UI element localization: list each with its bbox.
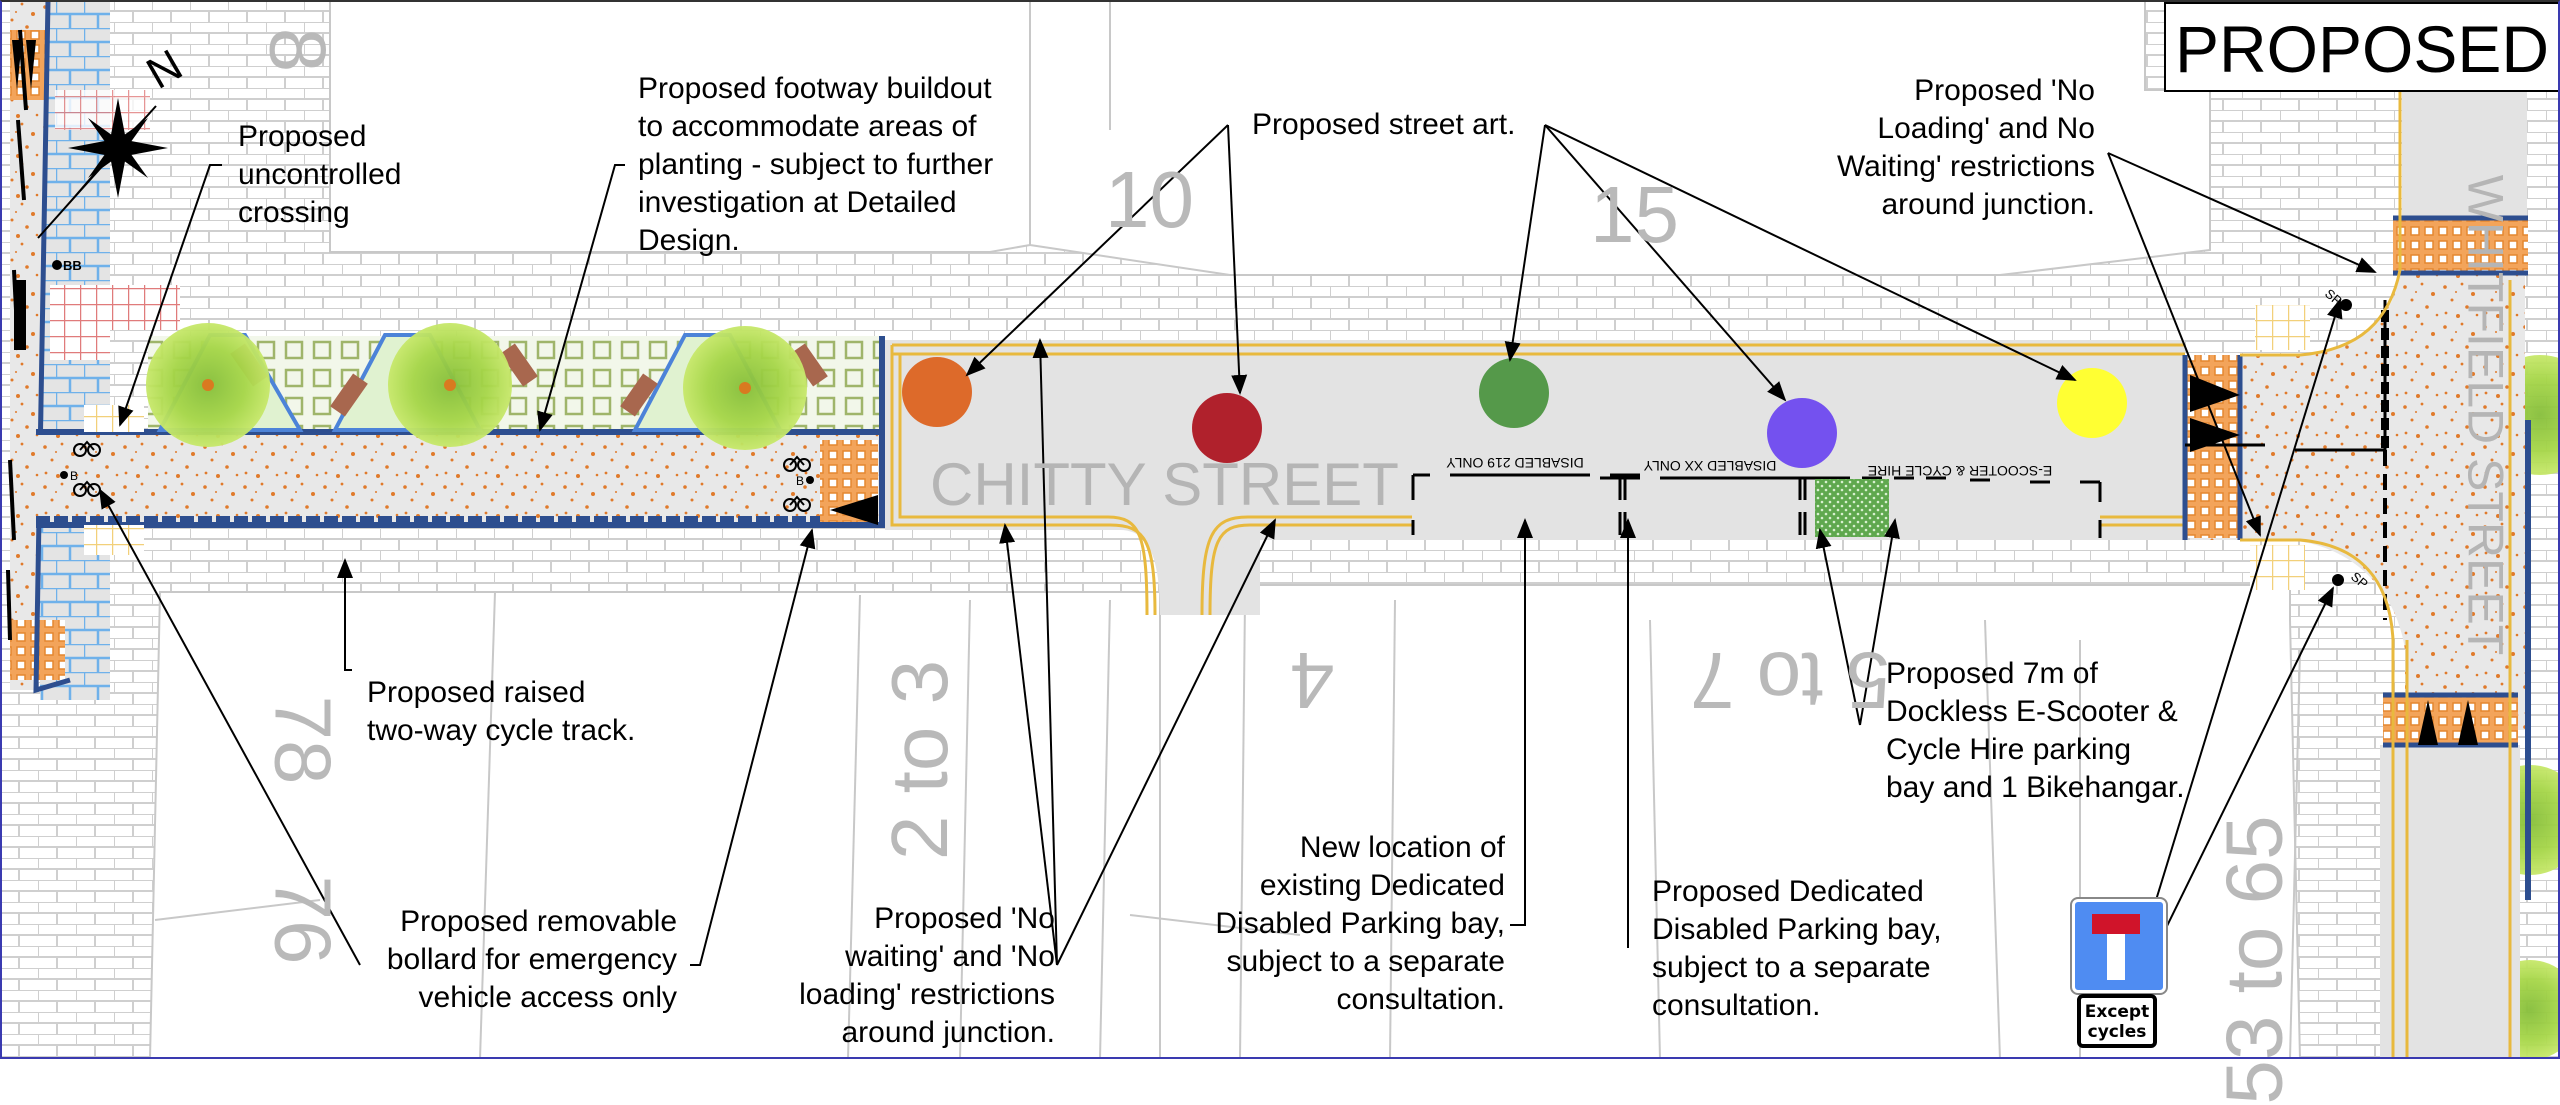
sign-post-north xyxy=(2340,299,2352,311)
right-tactile-yellow-2 xyxy=(2250,545,2305,590)
page-title: PROPOSED xyxy=(2174,12,2550,86)
house-number: 10 xyxy=(1105,155,1194,244)
bay-markings: DISABLED 219 ONLY DISABLED XX ONLY E-SCO… xyxy=(1446,455,2053,479)
raised-cycle-track xyxy=(36,432,882,525)
street-art-circle-orange xyxy=(902,357,972,427)
whitfield-street-raised-table xyxy=(2190,235,2525,730)
whitfield-street-south xyxy=(2380,745,2520,1059)
tactile-whitfield-north-border xyxy=(2393,215,2528,276)
crossing-tactile-yellow-2 xyxy=(84,525,144,555)
annotation-cycle-track: Proposed raised two-way cycle track. xyxy=(367,676,636,747)
status-title-box: PROPOSED xyxy=(2164,2,2560,92)
parking-bays xyxy=(1411,473,2102,538)
house-number: 76 xyxy=(258,875,348,965)
crossing-tactile-yellow xyxy=(84,405,144,432)
whitfield-yellow-lines xyxy=(2240,90,2512,1059)
street-art-circle-green xyxy=(1479,358,1549,428)
annotation-footway-buildout: Proposed footway buildout to accommodate… xyxy=(638,72,994,257)
bollard-b-right-label: B xyxy=(796,474,804,488)
street-name-chitty: CHITTY STREET xyxy=(930,451,1399,518)
tactile-whitfield-north xyxy=(2393,218,2528,273)
bollard-bb-dot xyxy=(52,260,62,270)
bollard-bb-label: BB xyxy=(63,258,82,273)
sign-red-bar xyxy=(2092,914,2140,934)
house-number: 2 to 3 xyxy=(875,659,965,861)
bicycle-icon xyxy=(73,440,101,457)
house-number: 15 xyxy=(1590,170,1679,259)
street-plan: BB N DISABLED 219 ONLY DISABLED xyxy=(0,0,2560,1059)
bay-label-escooter: E-SCOOTER & CYCLE HIRE xyxy=(1868,463,2052,479)
bollard-b-left-label: B xyxy=(70,469,78,483)
annotation-proposed-disabled-bay: Proposed Dedicated Disabled Parking bay,… xyxy=(1652,875,1942,1022)
bench-2 xyxy=(330,373,368,417)
house-number: 4 xyxy=(1290,636,1335,725)
street-art-circle-purple xyxy=(1767,398,1837,468)
house-number: 53 to 65 xyxy=(2209,815,2299,1105)
left-bollard-block xyxy=(14,280,26,350)
right-tactile-yellow-1 xyxy=(2255,305,2310,350)
bench-3 xyxy=(500,343,538,387)
except-cycles-plate: Except cycles xyxy=(2077,994,2157,1048)
bench-5 xyxy=(790,343,828,387)
bay-label-disabled-xx: DISABLED XX ONLY xyxy=(1643,458,1776,474)
street-art-circle-yellow xyxy=(2057,368,2127,438)
bicycle-icon xyxy=(783,495,811,512)
tactile-whitfield-south xyxy=(2383,695,2518,745)
left-sharks-teeth xyxy=(12,40,36,90)
annotation-escooter-bay: Proposed 7m of Dockless E-Scooter & Cycl… xyxy=(1886,657,2185,804)
cycle-symbols xyxy=(73,308,2505,669)
red-tactile-paving-2 xyxy=(55,90,150,130)
annotation-uncontrolled-crossing: Proposed uncontrolled crossing xyxy=(238,120,402,229)
sign-white-stem xyxy=(2107,934,2125,980)
annotation-no-loading-top: Proposed 'No Loading' and No Waiting' re… xyxy=(1836,74,2095,221)
sign-post-south xyxy=(2332,574,2344,586)
bollard-b-right xyxy=(806,476,814,484)
double-yellow-lines xyxy=(890,343,2185,616)
no-through-road-sign-icon xyxy=(2070,897,2168,995)
sharks-teeth-whitfield xyxy=(2418,700,2478,745)
bollard-b-left xyxy=(60,471,68,479)
bikehangar-hatched-bay xyxy=(1815,479,1889,537)
sharks-teeth-chitty xyxy=(2190,375,2240,452)
sharks-tooth-right xyxy=(830,495,878,525)
street-art xyxy=(902,357,2127,468)
tactile-chitty-mouth-border xyxy=(2182,355,2243,540)
street-name-whitfield: WHITFIELD STREET xyxy=(2457,174,2514,656)
bay-label-disabled-219: DISABLED 219 ONLY xyxy=(1446,455,1584,471)
leader-lines xyxy=(99,124,2377,986)
bicycle-icon xyxy=(783,455,811,472)
bench-4 xyxy=(620,373,658,417)
house-number: 5 to 7 xyxy=(1690,636,1891,725)
annotation-street-art: Proposed street art. xyxy=(1252,108,1516,141)
whitfield-street-north xyxy=(2402,90,2527,235)
annotation-no-waiting-bottom: Proposed 'No waiting' and 'No loading' r… xyxy=(799,902,1055,1049)
house-number: 78 xyxy=(258,695,348,785)
house-number: 8 xyxy=(253,27,343,73)
street-art-circle-red xyxy=(1192,393,1262,463)
annotation-new-disabled-bay: New location of existing Dedicated Disab… xyxy=(1215,831,1505,1016)
red-tactile-paving xyxy=(50,285,180,360)
annotation-removable-bollard: Proposed removable bollard for emergency… xyxy=(386,905,677,1014)
